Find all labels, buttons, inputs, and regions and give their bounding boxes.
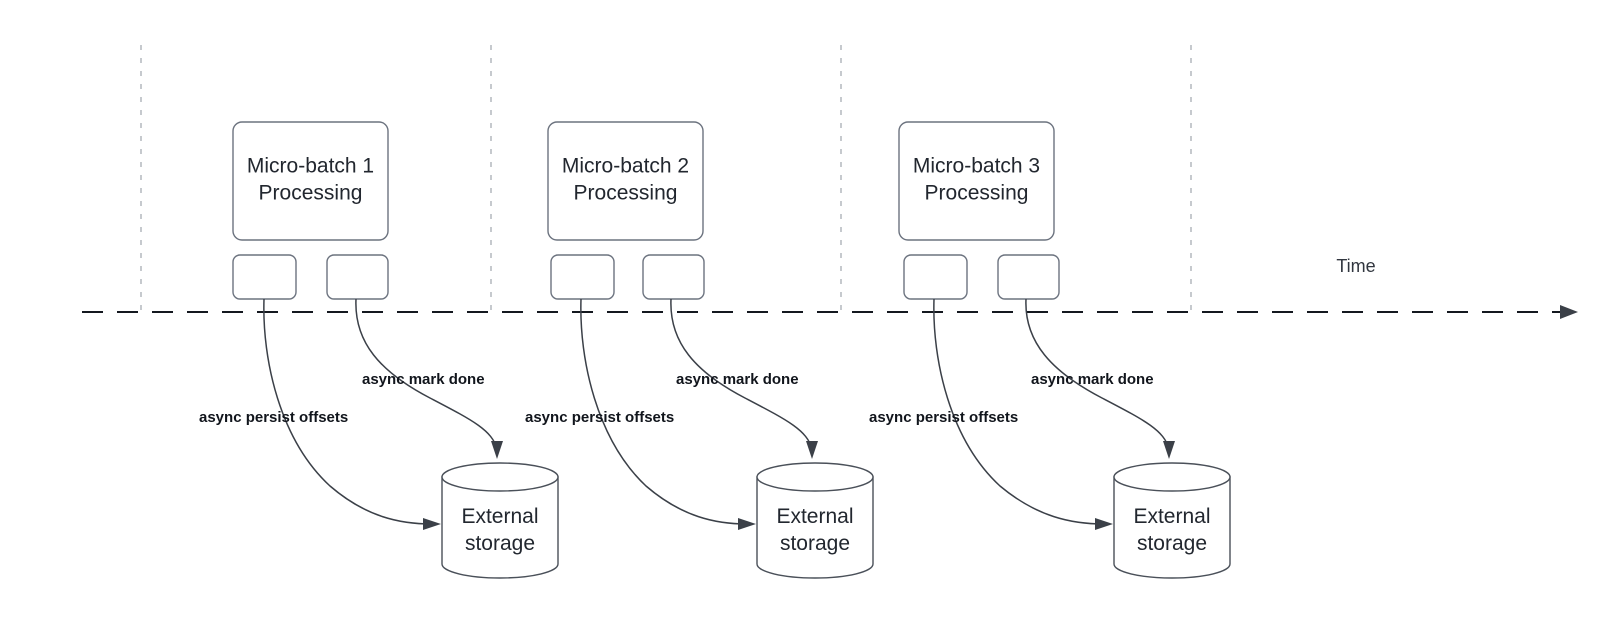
micro-batch-3-storage-cylinder-body[interactable]: [1113, 476, 1231, 579]
micro-batch-2-async-persist-offsets-path: [580, 298, 748, 525]
micro-batch-3-async-persist-offsets-path: [933, 298, 1105, 525]
micro-batch-3-storage-label-line1: External: [1133, 505, 1210, 528]
micro-batch-1-async-persist-offsets-label: async persist offsets: [199, 409, 348, 426]
micro-batch-1-mark-done-task[interactable]: [326, 254, 389, 300]
micro-batch-1-external-storage[interactable]: External storage: [441, 462, 559, 579]
micro-batch-2-persist-offsets-task[interactable]: [550, 254, 615, 300]
time-axis-arrowhead: [1560, 305, 1578, 319]
micro-batch-3-subtitle: Processing: [925, 182, 1029, 205]
micro-batch-3-persist-offsets-task[interactable]: [903, 254, 968, 300]
micro-batch-2-subtitle: Processing: [574, 182, 678, 205]
micro-batch-1-title: Micro-batch 1: [247, 155, 374, 178]
micro-batch-2-group: Micro-batch 2 Processing async persist off…: [525, 121, 874, 579]
micro-batch-3-processing-box-shape[interactable]: [898, 121, 1055, 241]
micro-batch-1-storage-label-line1: External: [461, 505, 538, 528]
micro-batch-2-async-mark-done-label: async mark done: [676, 371, 799, 388]
time-axis-label: Time: [1336, 256, 1375, 276]
micro-batch-3-async-persist-offsets-arrowhead: [1095, 518, 1113, 530]
micro-batch-3-async-mark-done-label: async mark done: [1031, 371, 1154, 388]
micro-batch-1-storage-label-line2: storage: [465, 532, 535, 555]
micro-batch-2-async-mark-done-edge[interactable]: async mark done: [670, 298, 818, 459]
micro-batch-1-async-persist-offsets-arrowhead: [423, 518, 441, 530]
micro-batch-3-group: Micro-batch 3 Processing async persist off…: [869, 121, 1231, 579]
micro-batch-2-storage-cylinder-top: [756, 462, 874, 492]
micro-batch-1-async-mark-done-edge[interactable]: async mark done: [355, 298, 503, 459]
micro-batch-2-storage-label-line2: storage: [780, 532, 850, 555]
micro-batch-3-mark-done-task[interactable]: [997, 254, 1060, 300]
micro-batch-2-async-persist-offsets-edge[interactable]: async persist offsets: [525, 298, 756, 530]
micro-batch-1-async-mark-done-arrowhead: [491, 441, 503, 459]
micro-batch-2-async-persist-offsets-arrowhead: [738, 518, 756, 530]
micro-batch-1-processing-box[interactable]: Micro-batch 1 Processing: [232, 121, 389, 241]
micro-batch-3-storage-label-line2: storage: [1137, 532, 1207, 555]
micro-batch-1-persist-offsets-task[interactable]: [232, 254, 297, 300]
micro-batch-2-storage-cylinder-body[interactable]: [756, 476, 874, 579]
micro-batch-3-title: Micro-batch 3: [913, 155, 1040, 178]
micro-batch-2-title: Micro-batch 2: [562, 155, 689, 178]
micro-batch-1-processing-box-shape[interactable]: [232, 121, 389, 241]
micro-batch-2-processing-box[interactable]: Micro-batch 2 Processing: [547, 121, 704, 241]
micro-batch-1-async-persist-offsets-edge[interactable]: async persist offsets: [199, 298, 441, 530]
micro-batch-3-async-persist-offsets-edge[interactable]: async persist offsets: [869, 298, 1113, 530]
micro-batch-2-external-storage[interactable]: External storage: [756, 462, 874, 579]
micro-batch-1-subtitle: Processing: [259, 182, 363, 205]
micro-batch-1-storage-cylinder-top: [441, 462, 559, 492]
micro-batch-3-async-mark-done-path: [1025, 298, 1170, 450]
micro-batch-2-processing-box-shape[interactable]: [547, 121, 704, 241]
micro-batch-2-storage-label-line1: External: [776, 505, 853, 528]
micro-batch-1-async-mark-done-label: async mark done: [362, 371, 485, 388]
micro-batch-1-group: Micro-batch 1 Processing async persist off…: [199, 121, 559, 579]
micro-batch-2-async-mark-done-arrowhead: [806, 441, 818, 459]
micro-batch-2-mark-done-task[interactable]: [642, 254, 705, 300]
micro-batch-3-external-storage[interactable]: External storage: [1113, 462, 1231, 579]
micro-batch-3-async-mark-done-arrowhead: [1163, 441, 1175, 459]
micro-batch-1-storage-cylinder-body[interactable]: [441, 476, 559, 579]
micro-batch-1-async-persist-offsets-path: [263, 298, 433, 525]
micro-batch-2-async-persist-offsets-label: async persist offsets: [525, 409, 674, 426]
micro-batch-1-async-mark-done-path: [355, 298, 498, 450]
micro-batch-2-async-mark-done-path: [670, 298, 813, 450]
micro-batch-3-async-mark-done-edge[interactable]: async mark done: [1025, 298, 1175, 459]
micro-batch-3-async-persist-offsets-label: async persist offsets: [869, 409, 1018, 426]
micro-batch-3-storage-cylinder-top: [1113, 462, 1231, 492]
micro-batch-3-processing-box[interactable]: Micro-batch 3 Processing: [898, 121, 1055, 241]
batch-boundary-gridlines: [140, 45, 1192, 313]
time-axis: Time: [82, 256, 1578, 319]
